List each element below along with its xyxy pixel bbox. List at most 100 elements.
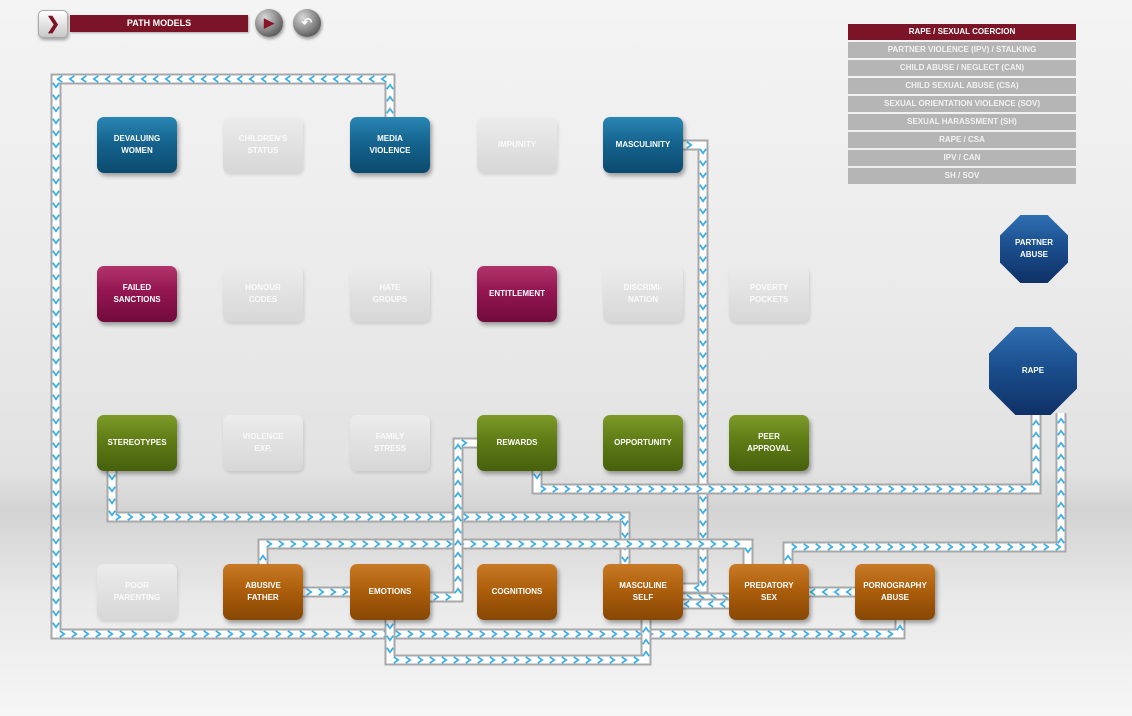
path-chevron <box>52 94 60 101</box>
path-chevron <box>588 485 595 493</box>
node-devaluing-women[interactable]: DEVALUING WOMEN <box>97 117 177 173</box>
path-chevron <box>896 624 904 631</box>
outcome-partner-abuse[interactable]: PARTNER ABUSE <box>1000 215 1068 283</box>
node-hate-groups[interactable]: HATE GROUPS <box>350 266 430 322</box>
legend-item-rape-csa[interactable]: RAPE / CSA <box>848 132 1076 148</box>
path-chevron <box>911 543 918 551</box>
path-chevron <box>52 406 60 413</box>
node-masculine-self[interactable]: MASCULINE SELF <box>603 564 683 620</box>
path-chevron <box>600 485 607 493</box>
legend-item-ipv-can[interactable]: IPV / CAN <box>848 150 1076 166</box>
path-chevron <box>215 630 222 638</box>
path-lane-inner <box>683 141 707 592</box>
node-emotions[interactable]: EMOTIONS <box>350 564 430 620</box>
node-masculinity[interactable]: MASCULINITY <box>603 117 683 173</box>
path-chevron <box>559 513 566 521</box>
path-chevron <box>454 467 462 474</box>
path-chevron <box>571 513 578 521</box>
node-media-violence[interactable]: MEDIA VIOLENCE <box>350 117 430 173</box>
legend-item-partner-violence[interactable]: PARTNER VIOLENCE (IPV) / STALKING <box>848 42 1076 58</box>
path-chevron <box>683 630 690 638</box>
path-chevron <box>561 656 568 664</box>
node-poverty-pockets[interactable]: POVERTY POCKETS <box>729 266 809 322</box>
path-chevron <box>52 166 60 173</box>
node-family-stress[interactable]: FAMILY STRESS <box>350 415 430 471</box>
path-chevron <box>695 630 702 638</box>
play-button[interactable]: ▶ <box>255 9 283 37</box>
path-chevron <box>52 574 60 581</box>
path-chevron <box>427 513 434 521</box>
path-chevron <box>698 540 705 548</box>
path-chevron <box>671 630 678 638</box>
path-chevron <box>743 630 750 638</box>
legend-item-child-abuse[interactable]: CHILD ABUSE / NEGLECT (CAN) <box>848 60 1076 76</box>
path-chevron <box>445 593 452 601</box>
path-chevron <box>699 256 707 263</box>
path-chevron <box>996 485 1003 493</box>
path-chevron <box>575 630 582 638</box>
path-chevron <box>695 600 702 608</box>
path-chevron <box>443 630 450 638</box>
node-predatory-sex[interactable]: PREDATORY SEX <box>729 564 809 620</box>
path-chevron <box>479 630 486 638</box>
path-chevron <box>368 75 375 83</box>
path-chevron <box>52 418 60 425</box>
path-chevron <box>398 540 405 548</box>
legend-item-rape-sexual-coercion[interactable]: RAPE / SEXUAL COERCION <box>848 24 1076 40</box>
node-impunity[interactable]: IMPUNITY <box>477 117 557 173</box>
path-chevron <box>52 226 60 233</box>
node-discrimination[interactable]: DISCRIMI- NATION <box>603 266 683 322</box>
path-chevron <box>52 514 60 521</box>
path-chevron <box>696 485 703 493</box>
path-chevron <box>984 485 991 493</box>
legend-item-sexual-harassment[interactable]: SEXUAL HARASSMENT (SH) <box>848 114 1076 130</box>
path-chevron <box>119 630 126 638</box>
path-chevron <box>236 75 243 83</box>
path-chevron <box>266 540 273 548</box>
menu-toggle-button[interactable]: ❯ <box>38 10 68 38</box>
path-chevron <box>326 540 333 548</box>
path-chevron <box>633 656 640 664</box>
path-lane-inner <box>108 471 629 564</box>
path-chevron <box>698 594 705 602</box>
legend-item-sh-sov[interactable]: SH / SOV <box>848 168 1076 184</box>
path-chevron <box>108 510 116 517</box>
path-chevron <box>699 160 707 167</box>
node-entitlement[interactable]: ENTITLEMENT <box>477 266 557 322</box>
node-childrens-status[interactable]: CHILDREN'S STATUS <box>223 117 303 173</box>
node-failed-sanctions[interactable]: FAILED SANCTIONS <box>97 266 177 322</box>
node-cognitions[interactable]: COGNITIONS <box>477 564 557 620</box>
path-chevron <box>275 630 282 638</box>
node-rewards[interactable]: REWARDS <box>477 415 557 471</box>
path-chevron <box>83 630 90 638</box>
legend-item-sexual-orientation-violence[interactable]: SEXUAL ORIENTATION VIOLENCE (SOV) <box>848 96 1076 112</box>
path-chevron <box>115 513 122 521</box>
node-poor-parenting[interactable]: POOR PARENTING <box>97 564 177 620</box>
legend-item-child-sexual-abuse[interactable]: CHILD SEXUAL ABUSE (CSA) <box>848 78 1076 94</box>
path-chevron <box>1032 479 1040 486</box>
node-abusive-father[interactable]: ABUSIVE FATHER <box>223 564 303 620</box>
outcome-rape[interactable]: RAPE <box>989 327 1077 415</box>
path-chevron <box>260 75 267 83</box>
path-chevron <box>623 630 630 638</box>
path-chevron <box>839 543 846 551</box>
path-chevron <box>52 502 60 509</box>
path-chevron <box>621 532 629 539</box>
path-chevron <box>302 540 309 548</box>
node-peer-approval[interactable]: PEER APPROVAL <box>729 415 809 471</box>
undo-button[interactable]: ↶ <box>293 9 321 37</box>
path-chevron <box>719 600 726 608</box>
path-chevron <box>355 513 362 521</box>
path-chevron <box>374 540 381 548</box>
node-opportunity[interactable]: OPPORTUNITY <box>603 415 683 471</box>
path-chevron <box>52 310 60 317</box>
path-chevron <box>52 142 60 149</box>
path-chevron <box>899 543 906 551</box>
path-chevron <box>489 656 496 664</box>
node-honour-codes[interactable]: HONOUR CODES <box>223 266 303 322</box>
path-models-title[interactable]: PATH MODELS <box>70 15 248 32</box>
path-chevron <box>791 630 798 638</box>
node-pornography-abuse[interactable]: PORNOGRAPHY ABUSE <box>855 564 935 620</box>
node-stereotypes[interactable]: STEREOTYPES <box>97 415 177 471</box>
node-violence-exposure[interactable]: VIOLENCE EXP. <box>223 415 303 471</box>
